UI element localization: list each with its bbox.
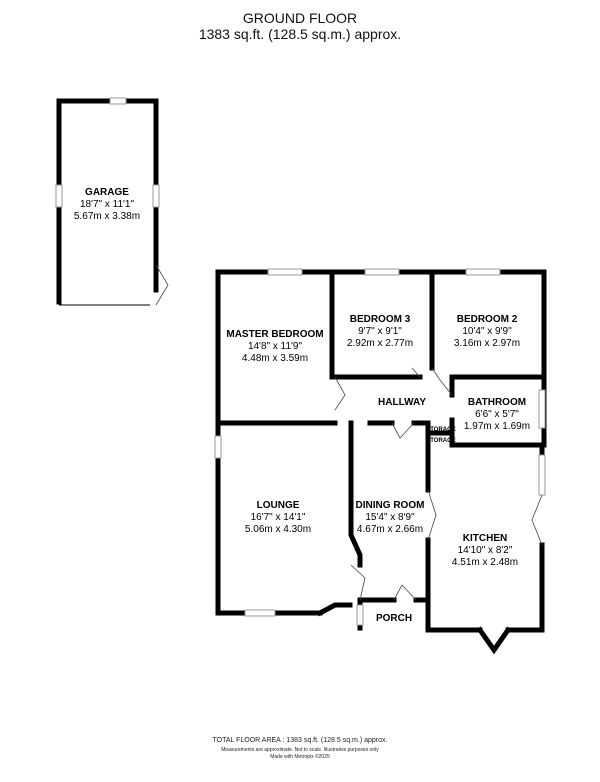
credit: Made with Metropix ©2025 [270,754,330,760]
porch-label: PORCH [376,613,412,624]
storage1-label: STORAGE [426,427,456,433]
storage2-label: STORAGE [426,438,456,444]
hallway-label: HALLWAY [378,397,426,408]
bathroom-label: BATHROOM [468,397,526,408]
lounge-metric: 5.06m x 4.30m [245,524,311,535]
kitchen-imperial: 14'10" x 8'2" [458,545,513,556]
kitchen-label: KITCHEN [463,533,507,544]
garage-metric: 5.67m x 3.38m [74,211,140,222]
master-bedroom-metric: 4.48m x 3.59m [242,353,308,364]
bathroom-imperial: 6'6" x 5'7" [475,409,519,420]
dining-room-metric: 4.67m x 2.66m [357,524,423,535]
lounge-label: LOUNGE [257,500,300,511]
total-floor-area: TOTAL FLOOR AREA : 1383 sq.ft. (128.5 sq… [212,737,388,744]
garage-imperial: 18'7" x 11'1" [80,199,135,210]
dining-room-imperial: 15'4" x 8'9" [365,512,415,523]
floor-area: 1383 sq.ft. (128.5 sq.m.) approx. [198,26,402,42]
bedroom3-imperial: 9'7" x 9'1" [358,326,402,337]
bedroom2-metric: 3.16m x 2.97m [454,338,520,349]
bedroom2-imperial: 10'4" x 9'9" [462,326,512,337]
house-walls [214,268,547,655]
master-bedroom-imperial: 14'8" x 11'9" [248,341,303,352]
kitchen-metric: 4.51m x 2.48m [452,557,518,568]
bathroom-metric: 1.97m x 1.69m [464,421,530,432]
dining-room-label: DINING ROOM [356,500,425,511]
bedroom3-label: BEDROOM 3 [350,314,411,325]
garage-label: GARAGE [85,187,129,198]
master-bedroom-label: MASTER BEDROOM [226,329,323,340]
lounge-imperial: 16'7" x 14'1" [251,512,306,523]
garage-walls [55,97,169,306]
floor-title: GROUND FLOOR [242,10,358,26]
bedroom2-label: BEDROOM 2 [457,314,518,325]
bedroom3-metric: 2.92m x 2.77m [347,338,413,349]
disclaimer: Measurements are approximate. Not to sca… [221,747,379,753]
